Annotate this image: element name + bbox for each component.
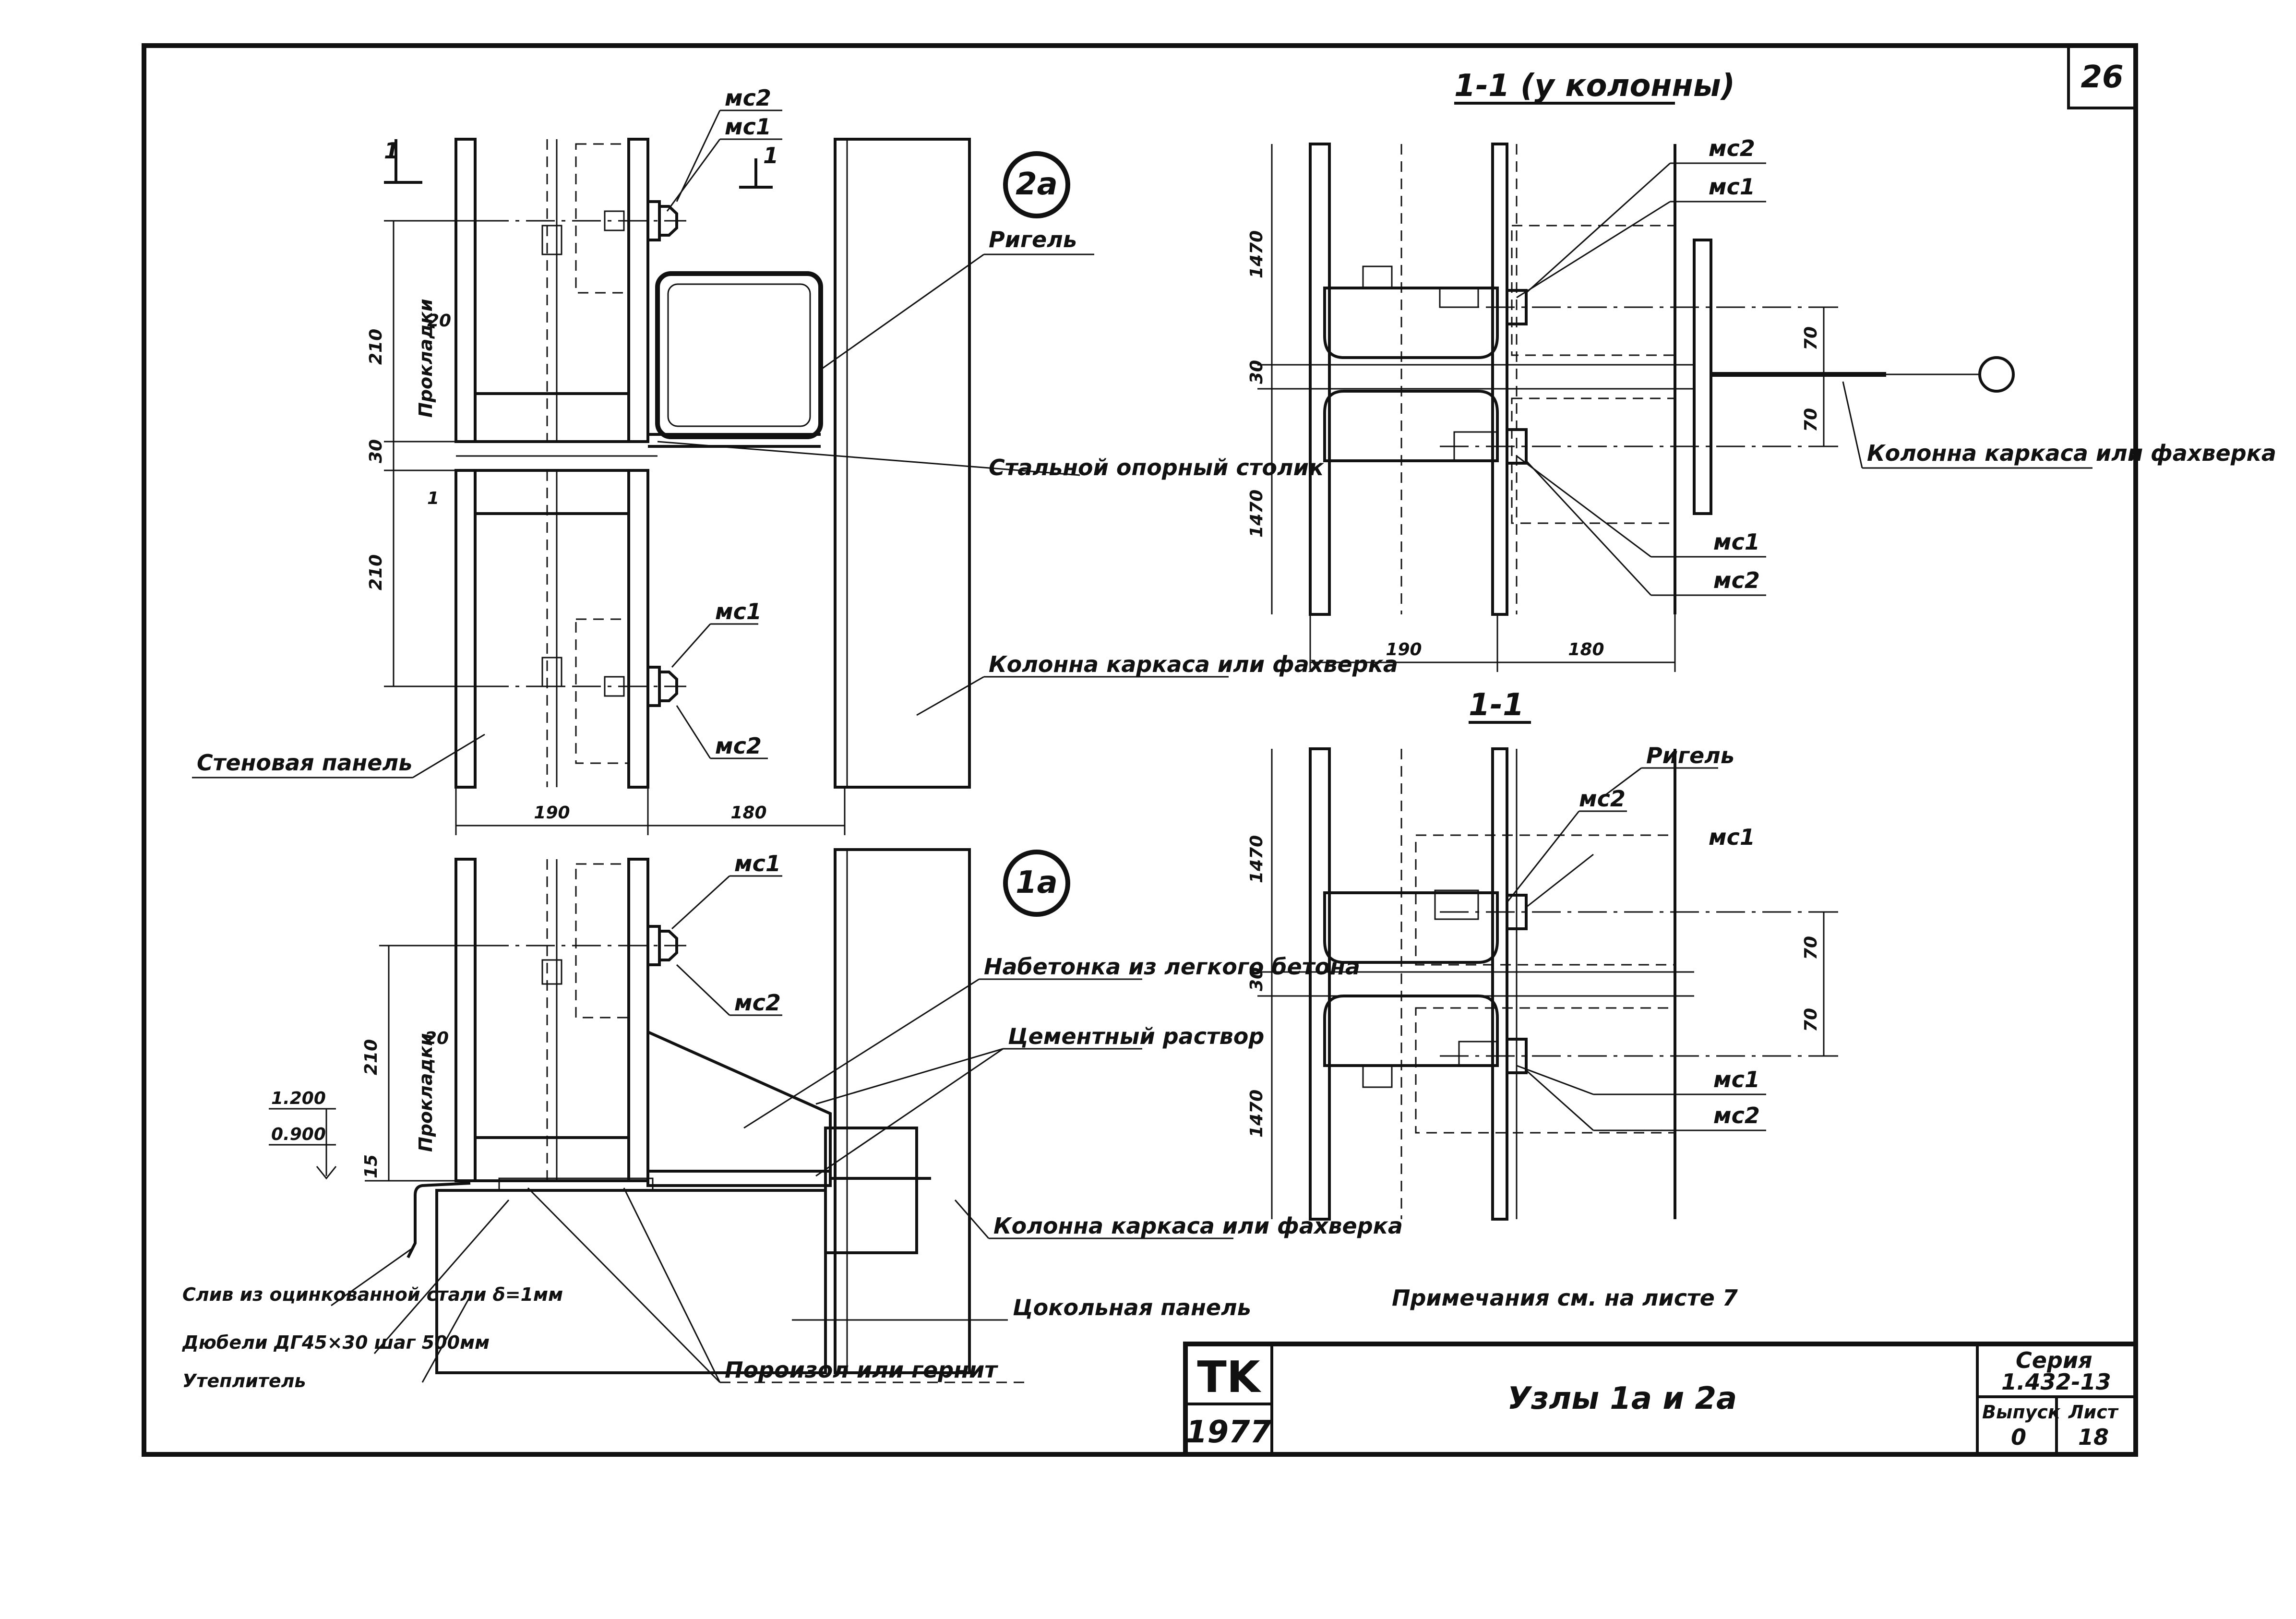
node-marker-2a: 2а [1016,167,1058,202]
dim-2a-210-top: 210 [366,329,386,365]
dim-1-1-70-top: 70 [1801,936,1821,960]
label-drip: Слив из оцинкованной стали δ=1мм [182,1284,563,1305]
title-block: TK 1977 Узлы 1а и 2а Серия 1.432-13 Выпу… [1183,1342,2138,1457]
dim-col-180: 180 [1568,640,1604,660]
title-sheet-label: Лист [2068,1402,2119,1423]
dim-col-1470-top: 1470 [1247,230,1267,278]
column-2a [834,138,971,789]
label-column-2a: Колонна каркаса или фахверка [989,651,1398,677]
label-1-1-mc2-top: мс2 [1579,786,1626,812]
label-1-1-mc1-top: мс1 [1709,824,1755,850]
dim-col-30: 30 [1247,360,1267,384]
dim-1-1-1470-top: 1470 [1247,835,1267,883]
dim-2a-180: 180 [730,803,766,823]
node-1a: 1а мс1 мс2 Набетонка из легкого бетона Ц… [182,848,1403,1391]
dims-2a-horizontal: 190 180 [455,787,846,835]
section-mark-right: 1 [763,143,778,168]
section-1-1-title: 1-1 [1469,687,1524,723]
bolt-lower [480,666,686,707]
plinth-panel [435,1189,827,1374]
dim-col-1470-bot: 1470 [1247,490,1267,538]
elev-1200: 1.200 [271,1089,326,1108]
title-issue-value: 0 [2011,1424,2026,1450]
concrete-fill [646,1030,832,1187]
u-profile-upper [1323,287,1499,359]
label-mc2-top: мс2 [725,85,771,111]
label-1a-mc1: мс1 [734,851,781,876]
u-profile-upper-1-1 [1323,891,1499,964]
dim-2a-190: 190 [534,803,570,823]
wall-panel-lower [454,469,649,789]
dim-2a-20: 20 [427,311,451,331]
label-1a-column: Колонна каркаса или фахверка [993,1213,1403,1239]
section-1-1: 1-1 Ригель мс2 мс1 мс1 [1247,687,1843,1221]
dim-col-190: 190 [1386,640,1422,660]
wall-panel-upper [454,138,649,443]
label-concrete-fill: Набетонка из легкого бетона [984,954,1360,980]
dim-1-1-70-bot: 70 [1801,1008,1821,1032]
label-support-table: Стальной опорный столик [989,455,1325,480]
elev-0900: 0.900 [271,1125,326,1144]
dim-col-70-top: 70 [1801,326,1821,350]
note-text: Примечания см. на листе 7 [1392,1285,1738,1311]
bolt-upper [480,200,686,241]
rigel-section [655,271,823,439]
title-org: TK [1197,1352,1261,1403]
drip-flashing [407,1182,471,1259]
title-drawing: Узлы 1а и 2а [1507,1381,1737,1416]
sheet-frame [142,43,2138,1457]
title-sheet-value: 18 [2078,1424,2109,1450]
column-axis-marker [1978,356,2015,393]
u-profile-lower [1323,390,1499,462]
dim-1-1-30: 30 [1247,967,1267,991]
node-marker-1a: 1а [1016,865,1058,900]
dim-1a-15: 15 [361,1154,381,1178]
title-series-value: 1.432-13 [2001,1369,2111,1395]
label-rigel: Ригель [989,227,1077,252]
column-1a [834,848,971,1374]
title-series-label: Серия [2016,1347,2093,1373]
label-wall-panel: Стеновая панель [197,750,412,776]
label-gasket-1a: Прокладки [415,1033,436,1152]
label-gasket-2a: Прокладки [415,299,436,418]
dim-2a-30: 30 [366,439,386,463]
label-mc1-bottom: мс1 [715,599,762,624]
label-col-mc1-bot: мс1 [1713,529,1760,555]
label-col-mc2-top: мс2 [1709,135,1755,161]
label-dowels: Дюбели ДГ45×30 шаг 500мм [182,1332,490,1353]
label-1-1-mc1-bot: мс1 [1713,1067,1760,1092]
title-issue-label: Выпуск [1982,1402,2061,1423]
dim-col-70-bot: 70 [1801,408,1821,432]
dim-1a-210: 210 [361,1039,381,1075]
dim-1-1-1470-bot: 1470 [1247,1090,1267,1138]
label-col-column: Колонна каркаса или фахверка [1867,440,2276,466]
label-mc2-bottom: мс2 [715,733,762,759]
title-year: 1977 [1186,1415,1272,1450]
dims-2a-vertical: 210 30 210 Прокладки 20 1 [366,220,480,687]
dim-2a-1: 1 [427,489,439,508]
label-col-mc1-top: мс1 [1709,174,1755,200]
page-number-box [2067,44,2137,109]
label-1-1-rigel: Ригель [1646,743,1734,768]
label-cement-mortar: Цементный раствор [1008,1023,1264,1049]
page-number: 26 [2081,60,2123,95]
label-1a-mc2: мс2 [734,990,781,1016]
label-mc1-top: мс1 [725,114,771,140]
section-mark-left: 1 [384,138,399,164]
dim-1a-20: 20 [425,1029,449,1048]
label-insulation: Утеплитель [182,1370,306,1391]
node-marker-1a-circle [1003,850,1070,917]
section-at-column: 1-1 (у колонны) мс2 [1247,68,2276,672]
label-col-mc2-bot: мс2 [1713,567,1760,593]
label-plinth-panel: Цокольная панель [1013,1295,1251,1320]
label-1-1-mc2-bot: мс2 [1713,1103,1760,1128]
dim-2a-210-bot: 210 [366,554,386,590]
section-at-column-title: 1-1 (у колонны) [1454,68,1735,104]
u-profile-lower-1-1 [1323,995,1499,1067]
node-2a: 1 1 2а мс2 мс1 Ригель Стальной опорный с… [192,85,1398,835]
label-sealant: Пороизол или гернит [725,1357,998,1383]
node-marker-2a-circle [1003,151,1070,218]
